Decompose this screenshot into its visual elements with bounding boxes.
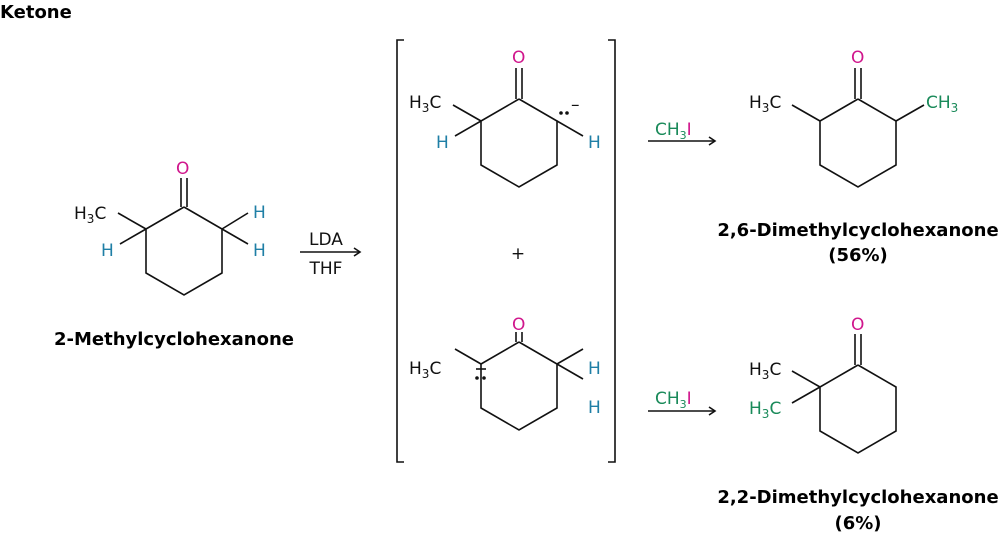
diagram-title: Ketone	[0, 2, 72, 23]
reagent-thf: THF	[309, 259, 343, 279]
svg-text:CH3I: CH3I	[655, 389, 692, 411]
svg-text:H3C: H3C	[409, 93, 441, 115]
svg-text:H3C: H3C	[749, 93, 781, 115]
svg-text:H3C: H3C	[74, 204, 106, 226]
svg-text:H3C: H3C	[749, 399, 781, 421]
svg-text:O: O	[512, 48, 525, 68]
enolate-kinetic: – O H3C H H	[409, 48, 601, 188]
svg-text:O: O	[512, 315, 525, 335]
svg-text:H: H	[588, 398, 601, 418]
svg-text:O: O	[851, 315, 864, 335]
plus-sign: +	[511, 244, 525, 264]
svg-text:H: H	[436, 133, 449, 153]
product-1-name: 2,6-Dimethylcyclohexanone	[717, 220, 998, 241]
svg-text:H: H	[101, 241, 114, 261]
svg-text:H: H	[588, 133, 601, 153]
starting-material-structure: O H3C H H H	[74, 159, 266, 296]
svg-text:CH3: CH3	[926, 93, 958, 115]
svg-text:–: –	[571, 95, 580, 115]
svg-text:CH3I: CH3I	[655, 120, 692, 142]
svg-text:O: O	[851, 48, 864, 68]
product-26-dimethyl: O H3C CH3	[749, 48, 958, 188]
product-2-name: 2,2-Dimethylcyclohexanone	[717, 487, 998, 508]
starting-material-name: 2-Methylcyclohexanone	[54, 329, 294, 350]
enolate-thermodynamic: O H3C H H	[409, 315, 601, 431]
svg-text:H: H	[588, 359, 601, 379]
svg-text:O: O	[176, 159, 189, 179]
svg-text:H: H	[253, 203, 266, 223]
product-2-yield: (6%)	[834, 513, 881, 534]
product-22-dimethyl: O H3C H3C	[749, 315, 897, 454]
svg-text:H: H	[253, 241, 266, 261]
svg-text:H3C: H3C	[749, 360, 781, 382]
product-1-yield: (56%)	[828, 245, 888, 266]
reagent-lda: LDA	[309, 230, 343, 250]
svg-text:H3C: H3C	[409, 359, 441, 381]
